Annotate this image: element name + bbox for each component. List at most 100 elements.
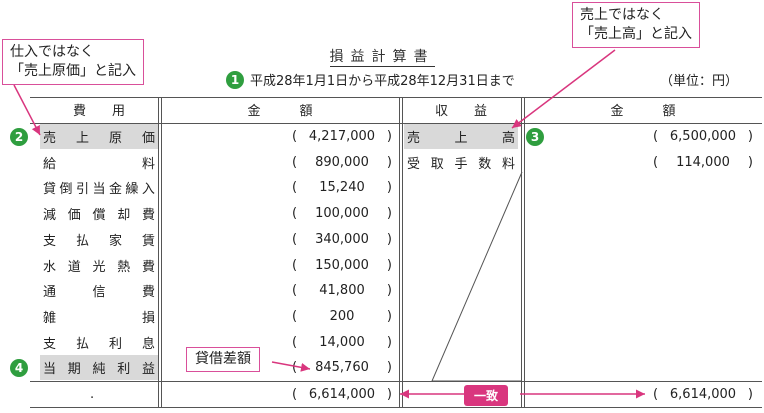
header-amount-left: 金 額 bbox=[247, 104, 313, 119]
expense-label-char: 益 bbox=[141, 362, 155, 378]
expense-label-char: 払 bbox=[75, 233, 89, 249]
rule-v3a bbox=[521, 97, 522, 408]
expense-amount: (15,240) bbox=[292, 180, 392, 196]
expense-amount: (340,000) bbox=[292, 231, 392, 247]
expense-amount: (150,000) bbox=[292, 257, 392, 273]
total-dot: . bbox=[90, 387, 95, 402]
expense-badge: 2 bbox=[10, 128, 28, 146]
expense-label-char: 払 bbox=[75, 336, 89, 352]
expense-label-char: 費 bbox=[141, 259, 155, 275]
expense-label-char: 支 bbox=[43, 233, 57, 249]
revenue-badge: 3 bbox=[526, 128, 544, 146]
revenue-amount: (114,000) bbox=[653, 154, 753, 170]
rule-total bbox=[30, 381, 762, 382]
rule-header bbox=[30, 123, 762, 124]
unit-label: （単位：円） bbox=[660, 74, 739, 89]
expense-label-char: 道 bbox=[67, 259, 81, 275]
expense-amount: (4,217,000) bbox=[292, 129, 392, 144]
expense-label-char: 入 bbox=[141, 182, 155, 198]
arrow-uriage bbox=[511, 49, 616, 129]
expense-amount-value: 41,800 bbox=[319, 283, 365, 299]
revenue-label: 受取手数料 bbox=[404, 150, 518, 175]
statement-title: 損益計算書 bbox=[329, 49, 435, 67]
expense-label-char: 上 bbox=[75, 131, 89, 146]
expense-amount: (41,800) bbox=[292, 283, 392, 299]
expense-amount: (890,000) bbox=[292, 154, 392, 170]
callout-sagaku: 貸借差額 bbox=[186, 347, 260, 372]
expense-amount-value: 150,000 bbox=[315, 257, 369, 273]
expense-label-char: 利 bbox=[108, 336, 122, 352]
revenue-label: 売上高 bbox=[404, 124, 518, 149]
expense-label-char: 料 bbox=[141, 156, 155, 172]
total-amount-left-value: 6,614,000 bbox=[308, 387, 376, 402]
expense-label-char: 償 bbox=[92, 208, 106, 224]
expense-label-char: 家 bbox=[108, 233, 122, 249]
expense-label-char: 通 bbox=[43, 285, 57, 301]
expense-label-char: 貸 bbox=[43, 182, 57, 198]
expense-label-char: 信 bbox=[92, 285, 106, 301]
expense-label-char: 減 bbox=[43, 208, 57, 224]
expense-label: 通信費 bbox=[40, 278, 158, 303]
expense-label-char: 息 bbox=[141, 336, 155, 352]
revenue-label-char: 上 bbox=[454, 131, 468, 146]
closing-diagonal bbox=[431, 171, 523, 382]
revenue-amount-value: 6,500,000 bbox=[669, 129, 737, 144]
expense-label-char: 引 bbox=[75, 182, 89, 198]
expense-label: 貸倒引当金繰入 bbox=[40, 175, 158, 200]
expense-label: 支払利息 bbox=[40, 330, 158, 355]
expense-amount-value: 14,000 bbox=[319, 334, 365, 350]
revenue-label-char: 料 bbox=[501, 156, 515, 172]
expense-label-char: 支 bbox=[43, 336, 57, 352]
expense-label-char: 利 bbox=[117, 362, 131, 378]
period-badge: 1 bbox=[226, 70, 244, 89]
header-revenues: 収 益 bbox=[434, 104, 487, 119]
expense-label: 支払家賃 bbox=[40, 227, 158, 252]
expense-label-char: 光 bbox=[92, 259, 106, 275]
arrow-sagaku bbox=[271, 361, 311, 372]
rule-v1b bbox=[161, 97, 162, 408]
expense-label: 減価償却費 bbox=[40, 201, 158, 226]
callout-shiire-line1: 仕入ではなく bbox=[10, 44, 94, 60]
revenue-label-char: 売 bbox=[407, 131, 421, 146]
expense-amount: (14,000) bbox=[292, 334, 392, 350]
header-amount-right: 金 額 bbox=[610, 104, 676, 119]
expense-label-char: 繰 bbox=[125, 182, 139, 198]
revenue-amount-value: 114,000 bbox=[676, 154, 730, 170]
callout-uriage-line2: 「売上高」と記入 bbox=[580, 26, 692, 42]
header-expenses: 費 用 bbox=[72, 104, 125, 119]
expense-amount-value: 890,000 bbox=[315, 154, 369, 170]
expense-label-char: 費 bbox=[141, 208, 155, 224]
rule-v3b bbox=[524, 97, 525, 408]
expense-label: 雑損 bbox=[40, 304, 158, 329]
expense-label-char: 損 bbox=[141, 310, 155, 326]
expense-label-char: 価 bbox=[67, 208, 81, 224]
expense-amount-value: 4,217,000 bbox=[308, 129, 376, 144]
expense-label-char: 原 bbox=[108, 131, 122, 146]
callout-uriage: 売上ではなく 「売上高」と記入 bbox=[572, 2, 700, 48]
total-amount-right-value: 6,614,000 bbox=[669, 387, 737, 402]
rule-v1a bbox=[158, 97, 159, 408]
expense-label-char: 価 bbox=[141, 131, 155, 146]
period-line: 1 平成28年1月1日から平成28年12月31日まで bbox=[226, 70, 515, 89]
rule-top bbox=[30, 97, 762, 98]
rule-v2b bbox=[402, 97, 403, 408]
revenue-label-char: 取 bbox=[430, 156, 444, 172]
expense-label-char: 純 bbox=[92, 362, 106, 378]
expense-label-char: 売 bbox=[43, 131, 57, 146]
expense-label-char: 倒 bbox=[59, 182, 73, 198]
expense-label-char: 雑 bbox=[43, 310, 57, 326]
period-text: 平成28年1月1日から平成28年12月31日まで bbox=[250, 74, 515, 89]
expense-label-char: 金 bbox=[108, 182, 122, 198]
arrow-shiire bbox=[13, 84, 41, 136]
expense-label-char: 却 bbox=[117, 208, 131, 224]
callout-shiire-line2: 「売上原価」と記入 bbox=[10, 63, 136, 79]
total-amount-left: (6,614,000) bbox=[292, 387, 392, 402]
revenue-label-char: 高 bbox=[501, 131, 515, 146]
expense-label: 当期純利益 bbox=[40, 355, 158, 381]
callout-icchi: 一致 bbox=[464, 385, 509, 406]
revenue-amount: (6,500,000) bbox=[653, 129, 753, 144]
expense-label-char: 熱 bbox=[117, 259, 131, 275]
expense-amount: (100,000) bbox=[292, 206, 392, 222]
expense-label-char: 期 bbox=[67, 362, 81, 378]
